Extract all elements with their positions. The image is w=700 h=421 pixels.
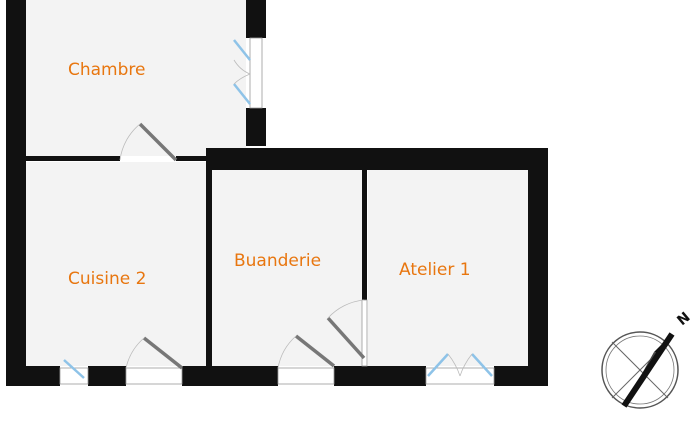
cuisine-floor	[26, 162, 206, 366]
door-cuisine-exterior	[125, 336, 184, 385]
chambre-window	[233, 37, 263, 109]
door-buanderie-atelier	[326, 299, 368, 367]
compass-north-label: N	[674, 309, 693, 329]
chambre-floor	[26, 0, 246, 156]
door-buanderie-exterior	[277, 334, 336, 385]
interior-walls	[26, 156, 367, 366]
room-label-buanderie: Buanderie	[234, 251, 322, 271]
buanderie-floor	[212, 170, 362, 366]
cuisine-window	[59, 359, 89, 385]
room-label-cuisine: Cuisine 2	[68, 269, 147, 289]
atelier-window	[425, 353, 495, 385]
door-chambre-cuisine	[119, 122, 178, 162]
exterior-walls	[6, 0, 548, 386]
room-label-atelier: Atelier 1	[399, 260, 471, 280]
compass-rose-icon	[601, 331, 679, 409]
room-label-chambre: Chambre	[68, 60, 146, 80]
atelier-floor	[368, 170, 528, 366]
